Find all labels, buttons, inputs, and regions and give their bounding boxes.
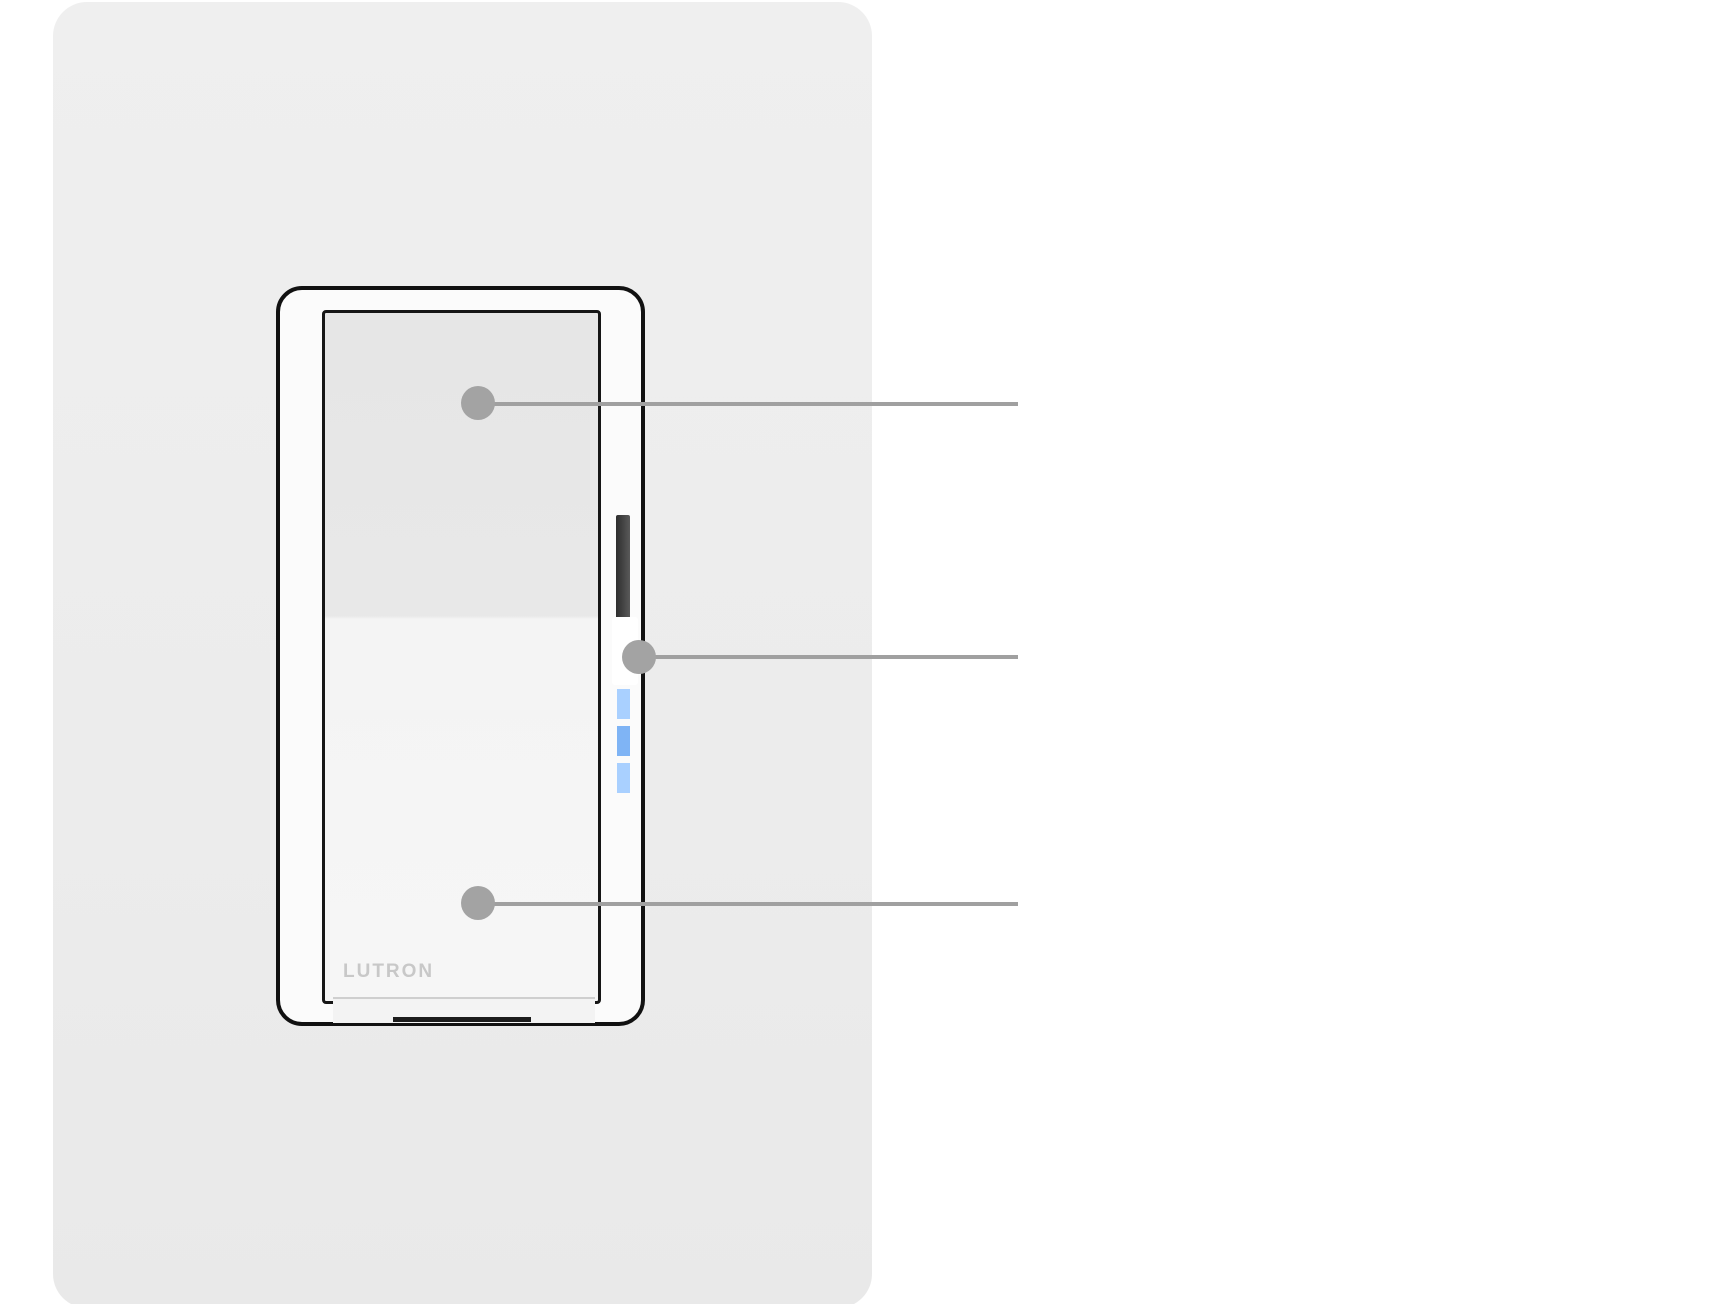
callout-dot-lower: [461, 886, 495, 920]
led-indicator-stack: [617, 689, 630, 793]
callout-dot-slider: [622, 640, 656, 674]
callout-line-slider: [637, 655, 1018, 659]
callout-dot-upper: [461, 386, 495, 420]
led-indicator-2: [617, 726, 630, 756]
brand-logo: LUTRON: [343, 961, 435, 982]
paddle-bottom-shadow: [393, 1017, 531, 1022]
led-indicator-1: [617, 689, 630, 719]
dimmer-slider-track[interactable]: [616, 515, 630, 621]
callout-line-upper: [478, 402, 1018, 406]
callout-line-lower: [478, 902, 1018, 906]
led-indicator-3: [617, 763, 630, 793]
